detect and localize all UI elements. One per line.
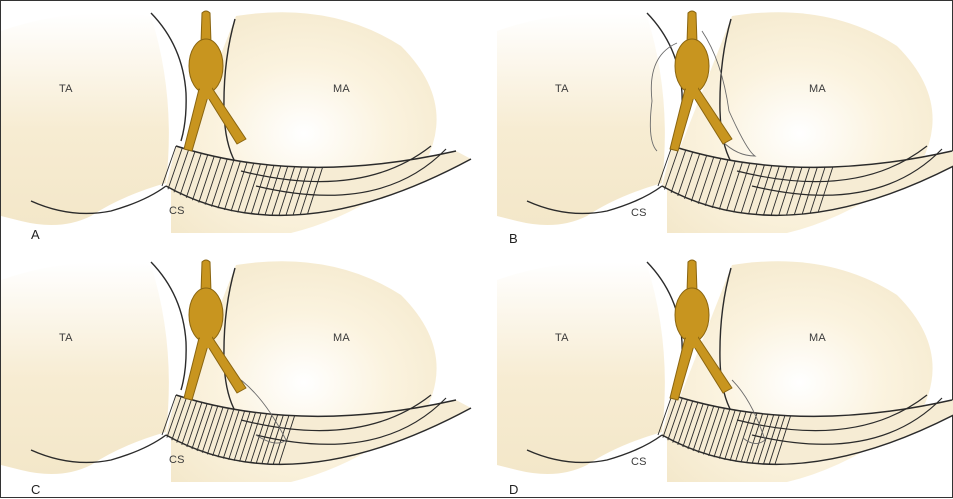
mitral-annulus-label: MA [809, 83, 826, 95]
panel-a: TA MA CS A [1, 1, 477, 250]
mitral-annulus-label: MA [333, 332, 350, 344]
vein-stem [687, 11, 697, 43]
vein-stem [201, 260, 211, 292]
vein-neck [200, 336, 212, 348]
panel-b: TA MA CS B [477, 1, 953, 250]
tricuspid-region [497, 262, 665, 474]
tricuspid-region [1, 262, 169, 474]
vein-bulb [189, 288, 223, 342]
panel-letter: A [31, 227, 40, 242]
coronary-sinus-label: CS [631, 207, 647, 219]
panel-d: TA MA CS D [477, 250, 953, 499]
tricuspid-annulus-label: TA [555, 332, 569, 344]
panel-letter: C [31, 482, 40, 497]
panel-letter: D [509, 482, 518, 497]
panel-a-illustration [1, 1, 477, 250]
panel-b-illustration [477, 1, 953, 250]
panel-c-illustration [1, 250, 477, 499]
panel-c: TA MA CS C [1, 250, 477, 499]
vein-neck [686, 336, 698, 348]
panel-letter: B [509, 231, 518, 246]
tricuspid-annulus-label: TA [59, 332, 73, 344]
vein-bulb [189, 39, 223, 93]
coronary-sinus-label: CS [631, 456, 647, 468]
vein-bulb [675, 288, 709, 342]
tricuspid-region [1, 13, 169, 225]
panel-d-illustration [477, 250, 953, 499]
tricuspid-region [497, 13, 665, 225]
vein-neck [686, 87, 698, 99]
vein-stem [687, 260, 697, 292]
tricuspid-annulus-label: TA [59, 83, 73, 95]
vein-stem [201, 11, 211, 43]
vein-bulb [675, 39, 709, 93]
coronary-sinus-label: CS [169, 454, 185, 466]
coronary-sinus-label: CS [169, 205, 185, 217]
tricuspid-annulus-label: TA [555, 83, 569, 95]
vein-neck [200, 87, 212, 99]
mitral-annulus-label: MA [809, 332, 826, 344]
mitral-annulus-label: MA [333, 83, 350, 95]
